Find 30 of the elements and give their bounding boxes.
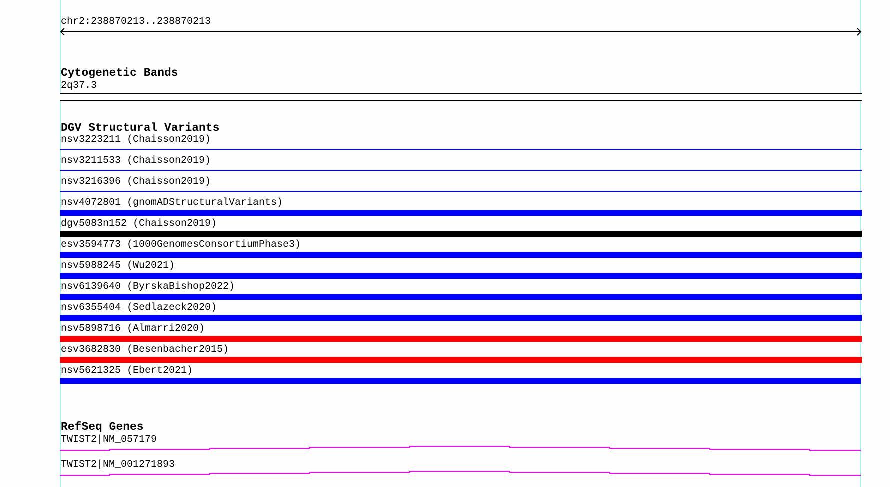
feature-label: esv3594773 (1000GenomesConsortiumPhase3) [61, 240, 302, 252]
gene-label: TWIST2|NM_001271893 [61, 460, 176, 472]
feature-label: dgv5083n152 (Chaisson2019) [61, 218, 218, 231]
feature-label: nsv6355404 (Sedlazeck2020) [61, 302, 218, 315]
location-label: chr2:238870213..238870213 [61, 17, 212, 30]
variant-bar [60, 357, 862, 363]
variant-bar [60, 294, 862, 300]
feature-label: nsv5621325 (Ebert2021) [61, 366, 194, 378]
track-title: DGV Structural Variants [61, 122, 220, 136]
track-title: Cytogenetic Bands [61, 66, 178, 81]
gene-label: TWIST2|NM_057179 [61, 434, 158, 447]
gene-line [60, 446, 861, 451]
variant-bar [60, 273, 862, 279]
variant-bar [60, 231, 862, 237]
feature-label: nsv3211533 (Chaisson2019) [61, 156, 212, 168]
variant-bar [60, 336, 862, 342]
feature-label: nsv5898716 (Almarri2020) [61, 324, 206, 336]
gene-line [60, 471, 861, 476]
track-title: RefSeq Genes [61, 420, 144, 434]
variant-bar [60, 252, 862, 258]
variant-bar [60, 378, 861, 384]
feature-label: nsv3216396 (Chaisson2019) [61, 176, 212, 189]
feature-label: nsv4072801 (gnomADStructuralVariants) [61, 198, 284, 210]
feature-label: 2q37.3 [61, 81, 98, 94]
variant-bar [60, 210, 862, 216]
feature-label: nsv3223211 (Chaisson2019) [61, 134, 212, 147]
feature-label: nsv6139640 (ByrskaBishop2022) [61, 282, 236, 294]
feature-label: nsv5988245 (Wu2021) [61, 260, 176, 273]
feature-label: esv3682830 (Besenbacher2015) [61, 344, 230, 357]
variant-bar [60, 315, 862, 321]
